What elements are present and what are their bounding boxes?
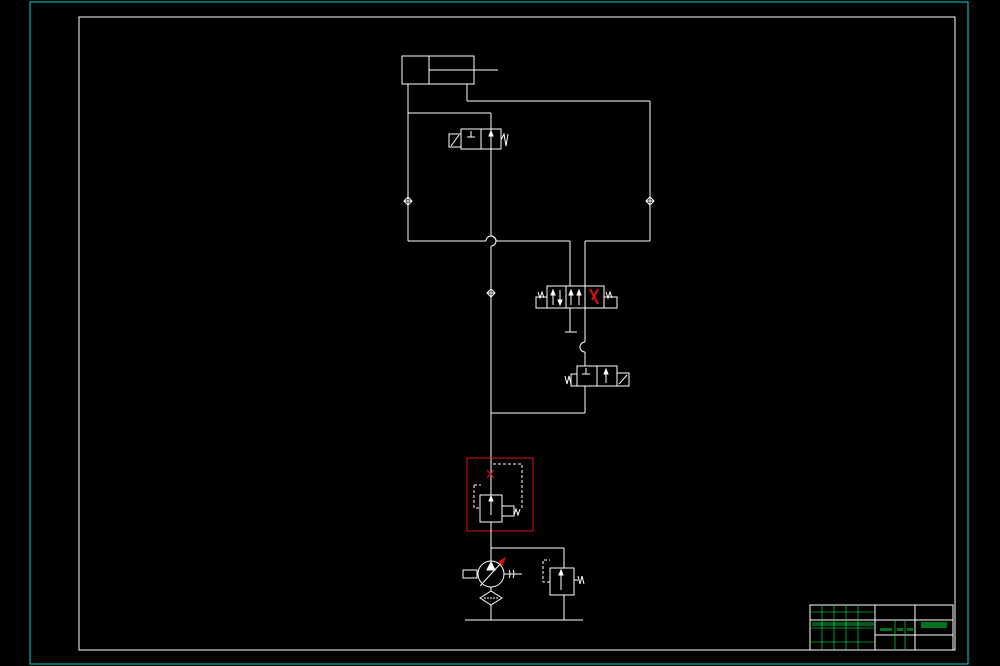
check-valve-right bbox=[645, 196, 655, 206]
filter bbox=[479, 587, 503, 620]
two-position-solenoid-valve-upper bbox=[448, 128, 509, 150]
relief-valve bbox=[542, 548, 585, 620]
check-valve-center bbox=[486, 288, 496, 298]
title-block bbox=[809, 604, 954, 651]
hydraulic-cylinder bbox=[401, 55, 498, 101]
check-valve-left bbox=[403, 196, 413, 206]
circuit-lines bbox=[401, 55, 655, 621]
pressure-control-valve-highlighted bbox=[466, 457, 534, 562]
two-position-solenoid-valve-lower bbox=[564, 365, 630, 413]
variable-displacement-pump bbox=[462, 556, 522, 588]
inner-drawing-frame bbox=[78, 16, 956, 651]
three-position-directional-valve bbox=[535, 285, 618, 342]
outer-sheet-border bbox=[29, 1, 969, 665]
